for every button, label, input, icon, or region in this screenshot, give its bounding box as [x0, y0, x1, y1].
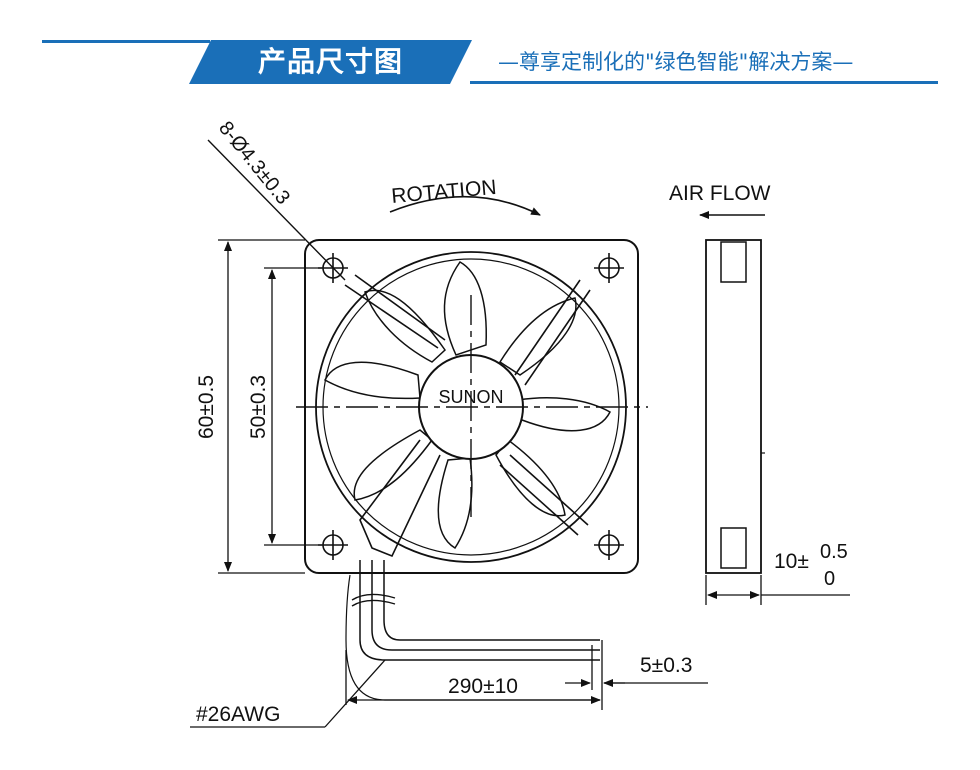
mounting-hole-br — [594, 530, 624, 560]
dim-hole-pitch — [264, 267, 322, 546]
page-subtitle: —尊享定制化的"绿色智能"解决方案— — [498, 50, 854, 74]
mounting-hole-bl — [318, 530, 348, 560]
dim-overall-height — [218, 239, 305, 574]
hole-spec-leader — [207, 139, 346, 281]
wire-gauge-leader-diag — [324, 659, 386, 728]
fan-struts — [344, 274, 591, 558]
rotation-label: ROTATION — [390, 176, 497, 208]
strip-length-label: 5±0.3 — [640, 654, 692, 677]
wire-gauge-label: #26AWG — [196, 703, 280, 726]
header-rule-left — [42, 40, 210, 43]
header-rule-right — [470, 81, 938, 84]
fan-side-view — [705, 239, 765, 574]
dim-lead-length — [345, 640, 603, 710]
brand-label: SUNON — [438, 387, 503, 407]
rotation-arrow — [389, 195, 541, 216]
page-title: 产品尺寸图 — [257, 45, 403, 78]
hole-spec-label: 8-Ø4.3±0.3 — [214, 117, 294, 208]
title-banner-text-wrap: 产品尺寸图 — [189, 40, 472, 84]
thickness-base-label: 10± — [774, 550, 809, 573]
wire-break-mark — [351, 593, 396, 607]
title-banner — [189, 40, 472, 84]
mounting-hole-tr — [594, 253, 624, 283]
header: 产品尺寸图 —尊享定制化的"绿色智能"解决方案— — [0, 0, 980, 100]
thickness-lower-label: 0 — [824, 568, 835, 590]
thickness-upper-label: 0.5 — [820, 541, 848, 563]
hole-pitch-dim-label: 50±0.3 — [247, 375, 270, 439]
dim-strip-length — [565, 645, 708, 690]
lead-length-label: 290±10 — [448, 675, 518, 698]
airflow-label: AIR FLOW — [669, 182, 771, 205]
dim-thickness — [705, 575, 850, 605]
overall-dim-label: 60±0.5 — [195, 375, 218, 439]
